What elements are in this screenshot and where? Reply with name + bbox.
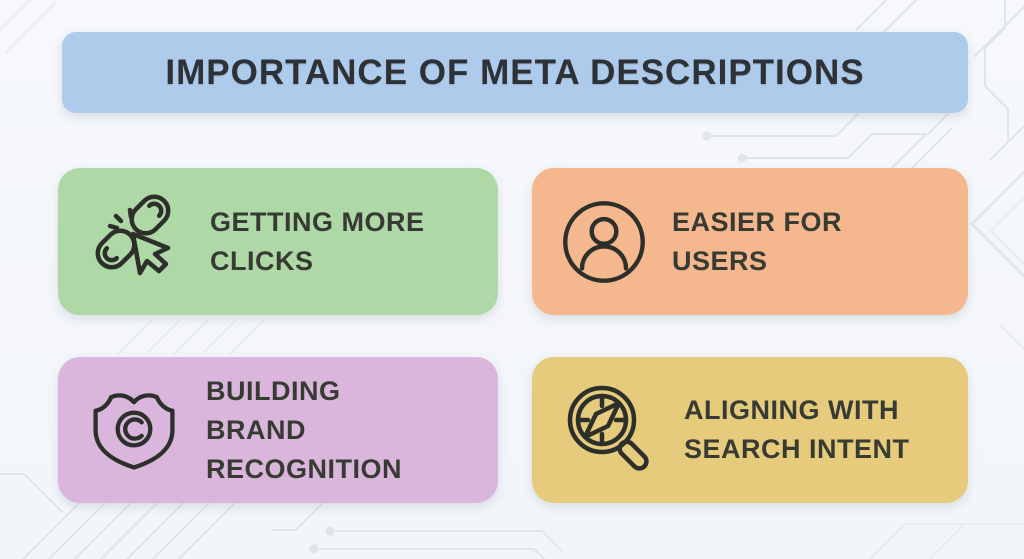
card-aligning-with-search-intent: ALIGNING WITH SEARCH INTENT [532, 357, 968, 503]
user-icon [560, 198, 648, 286]
shield-copyright-icon [86, 382, 182, 478]
card-label-easier-for-users: EASIER FOR USERS [672, 206, 843, 276]
compass-magnifier-icon [560, 380, 660, 480]
card-easier-for-users: EASIER FOR USERS [532, 168, 968, 315]
card-label-aligning-with-search-intent: ALIGNING WITH SEARCH INTENT [684, 395, 910, 464]
card-label-building-brand-recognition: BUILDING BRAND RECOGNITION [206, 375, 403, 484]
title-banner: IMPORTANCE OF META DESCRIPTIONS [62, 32, 968, 113]
page-title: IMPORTANCE OF META DESCRIPTIONS [165, 52, 865, 92]
card-label-getting-more-clicks: GETTING MORE CLICKS [210, 206, 425, 276]
card-getting-more-clicks: GETTING MORE CLICKS [58, 168, 498, 315]
card-building-brand-recognition: BUILDING BRAND RECOGNITION [58, 357, 498, 503]
link-click-icon [86, 192, 186, 292]
